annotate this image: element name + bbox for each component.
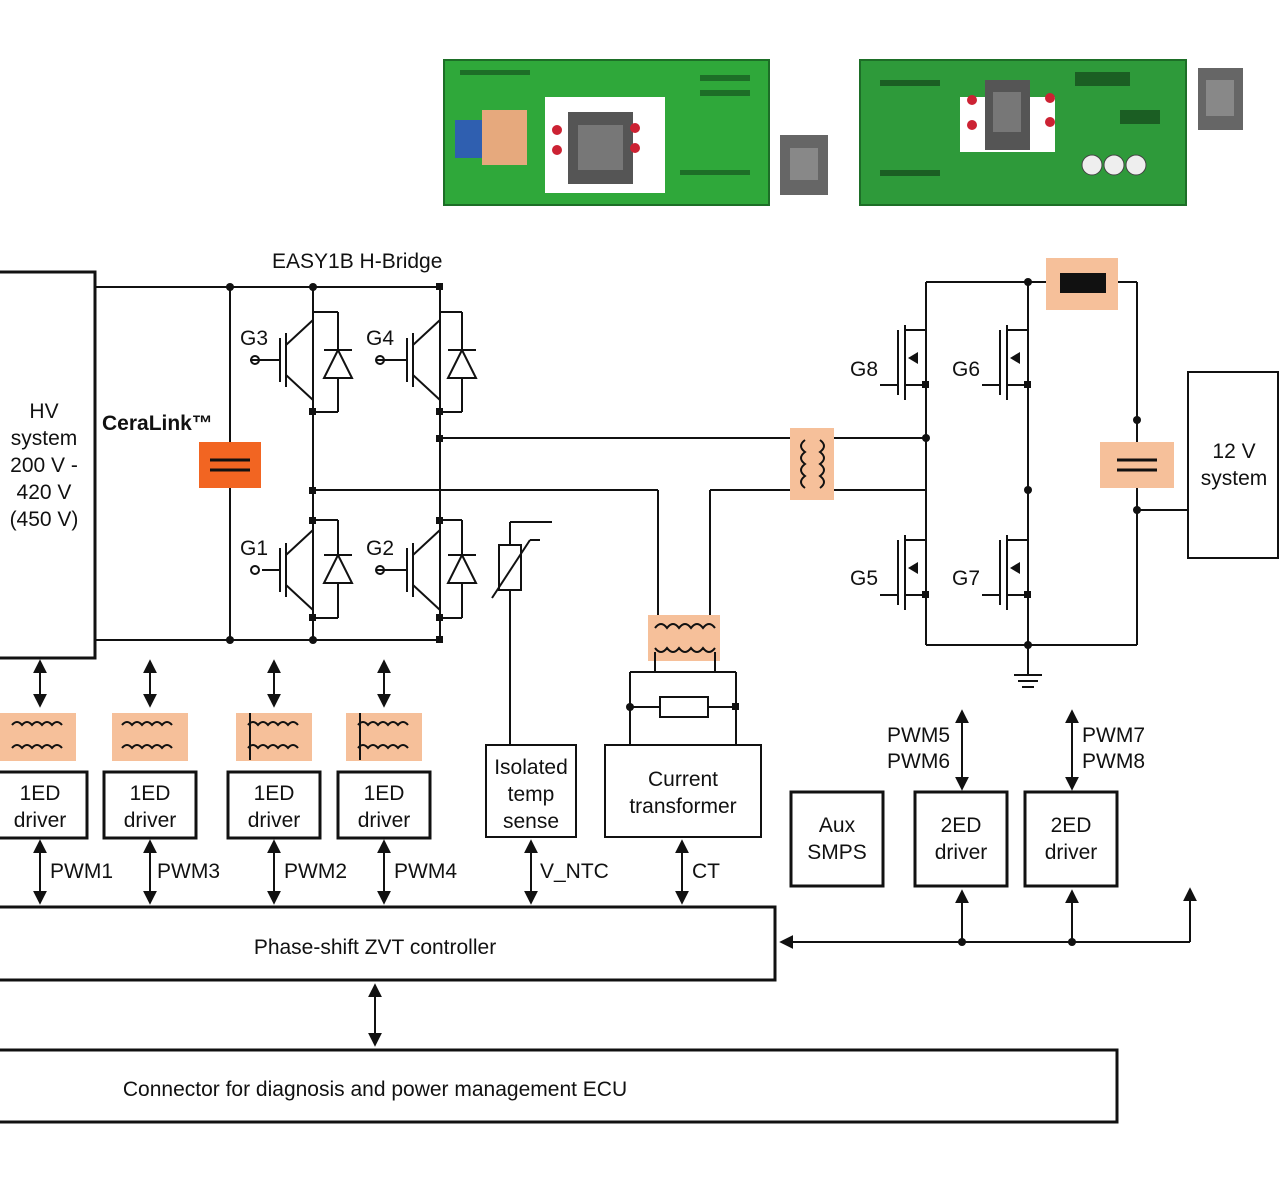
gate-label-g5: G5 [850, 567, 878, 590]
svg-text:1ED: 1ED [364, 782, 405, 805]
ntc-thermistor [491, 521, 552, 745]
svg-text:1ED: 1ED [254, 782, 295, 805]
driver-column-1: 1ED driver PWM1 [0, 659, 113, 905]
svg-text:PWM4: PWM4 [394, 860, 457, 883]
connector-label: Connector for diagnosis and power manage… [123, 1078, 627, 1101]
igbt-switches [250, 311, 478, 619]
pcb-photo-primary [443, 59, 828, 206]
svg-text:driver: driver [14, 809, 67, 832]
ceralink-label: CeraLink™ [102, 412, 213, 435]
driver-2ed-1: PWM5 PWM6 2ED driver [887, 709, 1009, 888]
svg-text:HV: HV [29, 400, 58, 423]
svg-text:1ED: 1ED [130, 782, 171, 805]
svg-text:PWM8: PWM8 [1082, 750, 1145, 773]
svg-text:driver: driver [248, 809, 301, 832]
main-transformer [790, 428, 834, 500]
svg-text:CT: CT [692, 860, 720, 883]
driver-2ed-2: PWM7 PWM8 2ED driver [1023, 709, 1145, 888]
svg-text:system: system [1201, 467, 1268, 490]
output-inductor [1046, 258, 1118, 310]
svg-text:420 V: 420 V [17, 481, 72, 504]
hv-system-box [0, 270, 97, 660]
current-transformer-block: Current transformer CT [604, 744, 762, 905]
lv-system-label: 12 V system [1201, 440, 1268, 490]
gate-label-g6: G6 [952, 358, 980, 381]
svg-text:driver: driver [1045, 841, 1098, 864]
svg-text:Isolated: Isolated [494, 756, 568, 779]
gate-label-g1: G1 [240, 537, 268, 560]
gate-label-g7: G7 [952, 567, 980, 590]
svg-text:(450 V): (450 V) [10, 508, 79, 531]
svg-text:PWM5: PWM5 [887, 724, 950, 747]
svg-text:PWM3: PWM3 [157, 860, 220, 883]
svg-text:PWM6: PWM6 [887, 750, 950, 773]
current-sense-transformer [626, 615, 739, 745]
gate-label-g2: G2 [366, 537, 394, 560]
connector-box [0, 1048, 1119, 1124]
svg-text:driver: driver [935, 841, 988, 864]
svg-text:2ED: 2ED [941, 814, 982, 837]
driver-column-2: 1ED driver PWM3 [102, 659, 220, 905]
output-capacitor [1100, 442, 1174, 488]
pcb-photo-secondary [859, 59, 1243, 206]
svg-text:SMPS: SMPS [807, 841, 867, 864]
svg-text:Current: Current [648, 768, 718, 791]
svg-text:200 V -: 200 V - [10, 454, 78, 477]
temp-sense-block: Isolated temp sense V_NTC [485, 744, 609, 905]
controller-label: Phase-shift ZVT controller [254, 936, 496, 959]
gate-label-g8: G8 [850, 358, 878, 381]
svg-text:driver: driver [358, 809, 411, 832]
gate-label-g3: G3 [240, 327, 268, 350]
junction-dots [226, 283, 1032, 644]
svg-text:driver: driver [124, 809, 177, 832]
control-bus [779, 887, 1197, 949]
driver-column-3: 1ED driver PWM2 [226, 659, 347, 905]
svg-text:system: system [11, 427, 78, 450]
svg-text:sense: sense [503, 810, 559, 833]
svg-text:12 V: 12 V [1212, 440, 1255, 463]
hv-system-label: HV system 200 V - 420 V (450 V) [10, 400, 79, 531]
svg-text:2ED: 2ED [1051, 814, 1092, 837]
svg-text:Aux: Aux [819, 814, 856, 837]
svg-text:transformer: transformer [629, 795, 736, 818]
ceralink-capacitor [199, 442, 261, 488]
secondary-rectifier [880, 281, 1190, 688]
svg-text:PWM2: PWM2 [284, 860, 347, 883]
h-bridge-title: EASY1B H-Bridge [272, 250, 442, 273]
svg-text:1ED: 1ED [20, 782, 61, 805]
aux-smps-block: Aux SMPS [789, 790, 885, 888]
lv-system-box [1187, 371, 1279, 559]
gate-label-g4: G4 [366, 327, 394, 350]
svg-text:PWM1: PWM1 [50, 860, 113, 883]
controller-box [0, 905, 777, 982]
driver-column-4: 1ED driver PWM4 [336, 659, 457, 905]
svg-text:V_NTC: V_NTC [540, 860, 609, 883]
svg-text:temp: temp [508, 783, 555, 806]
svg-text:PWM7: PWM7 [1082, 724, 1145, 747]
